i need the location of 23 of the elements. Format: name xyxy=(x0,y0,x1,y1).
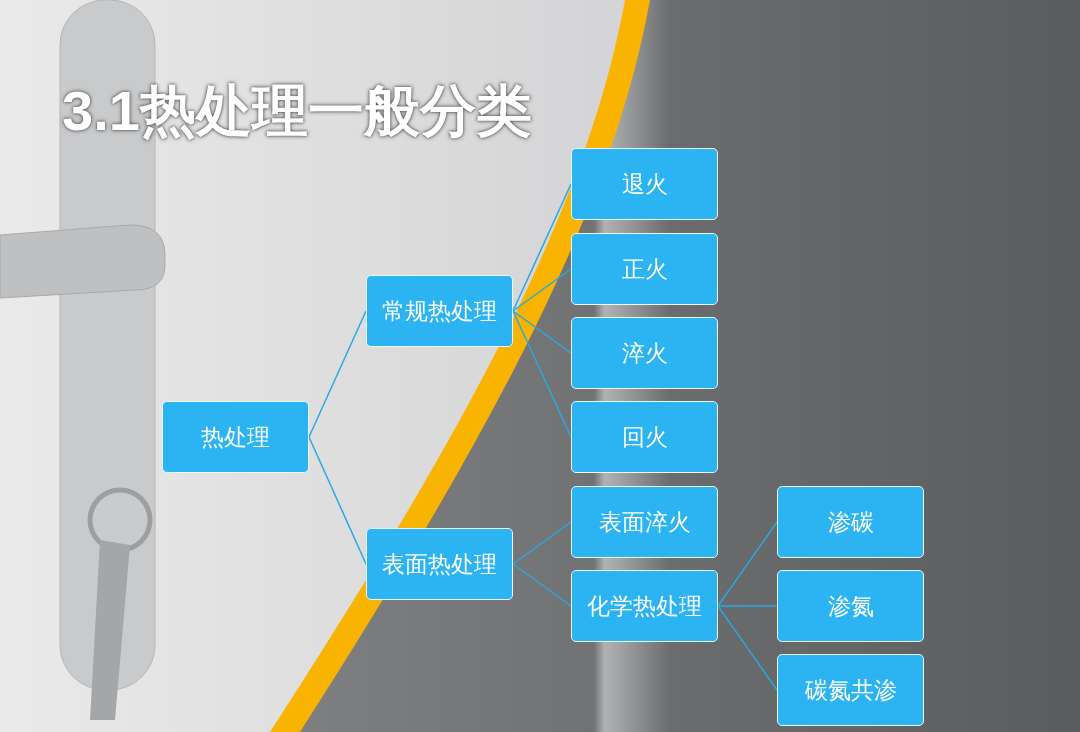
connector-line xyxy=(717,521,778,607)
connector-line xyxy=(308,310,367,438)
connector-line xyxy=(717,605,778,607)
connector-line xyxy=(717,605,778,691)
connector-line xyxy=(512,563,572,607)
process-box: 表面热处理 xyxy=(366,528,513,600)
process-box: 热处理 xyxy=(162,401,309,473)
process-box: 正火 xyxy=(571,233,718,305)
process-box: 回火 xyxy=(571,401,718,473)
connector-line xyxy=(512,521,572,565)
process-box: 渗碳 xyxy=(777,486,924,558)
process-box: 常规热处理 xyxy=(366,275,513,347)
connector-line xyxy=(512,310,572,438)
connector-line xyxy=(512,183,572,312)
process-box: 表面淬火 xyxy=(571,486,718,558)
connector-line xyxy=(512,268,572,312)
process-box: 化学热处理 xyxy=(571,570,718,642)
connector-line xyxy=(512,310,572,354)
connector-line xyxy=(308,436,367,565)
process-box: 碳氮共渗 xyxy=(777,654,924,726)
process-box: 退火 xyxy=(571,148,718,220)
process-box: 淬火 xyxy=(571,317,718,389)
process-box: 渗氮 xyxy=(777,570,924,642)
